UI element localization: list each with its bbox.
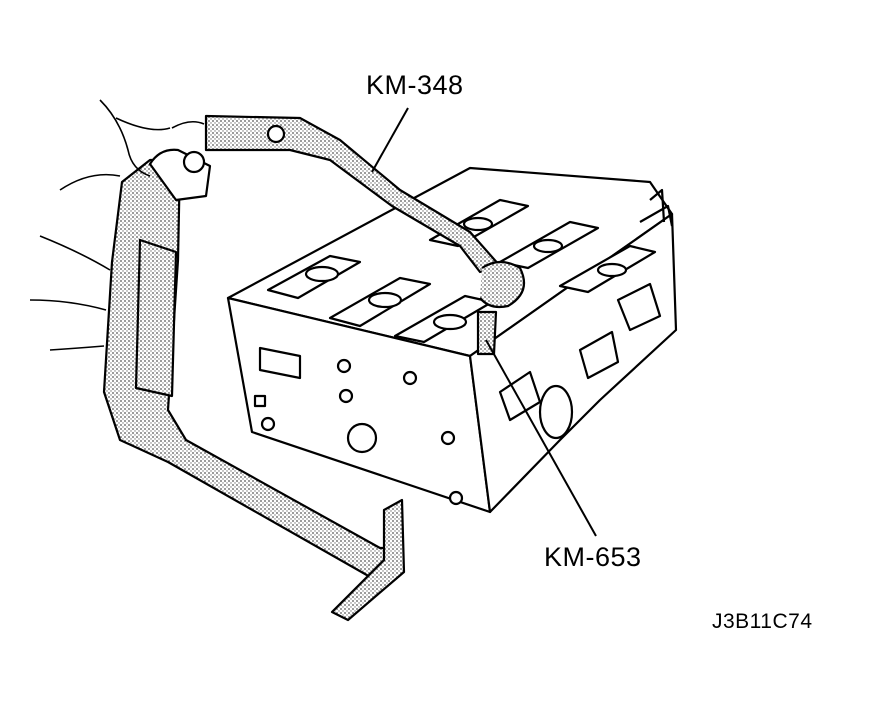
- figure-code: J3B11C74: [712, 610, 813, 633]
- callout-label-km-653: KM-653: [544, 542, 642, 572]
- callout-label-km-348: KM-348: [366, 70, 464, 100]
- leader-lines: [371, 107, 597, 537]
- cylinder-head: [226, 166, 678, 514]
- hand-outline: [29, 99, 205, 351]
- spring-compressor-tool: [102, 114, 526, 622]
- leader-line-km-653: [485, 339, 597, 537]
- leader-line-km-348: [371, 107, 409, 173]
